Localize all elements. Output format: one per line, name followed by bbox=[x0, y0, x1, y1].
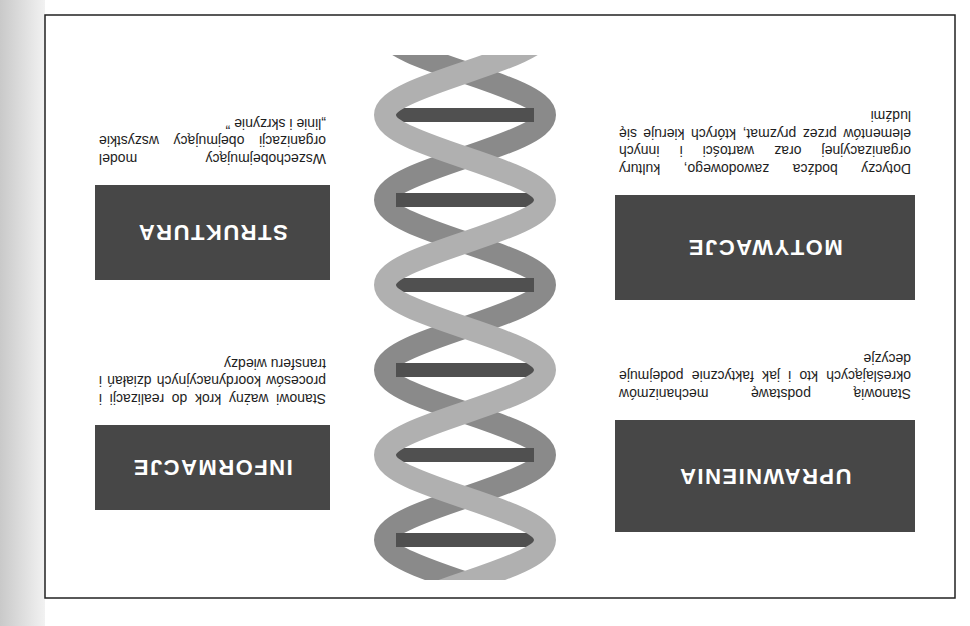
box-description: Wszechobejmujący model organizacji obejm… bbox=[99, 115, 326, 168]
box-heading: MOTYWACJE bbox=[675, 227, 854, 269]
page-edge bbox=[0, 0, 45, 626]
heading-box: UPRAWNIENIAStanowią podstawę mechanizmów… bbox=[615, 420, 915, 532]
heading-box: INFORMACJEStanowi ważny krok do realizac… bbox=[95, 425, 330, 510]
box-heading: INFORMACJE bbox=[120, 447, 304, 489]
box-description: Stanowią podstawę mechanizmów określając… bbox=[619, 350, 911, 403]
heading-box: MOTYWACJEDotyczy bodźca zawodowego, kult… bbox=[615, 195, 915, 300]
box-description: Dotyczy bodźca zawodowego, kultury organ… bbox=[619, 107, 911, 177]
box-description: Stanowi ważny krok do realizacji i proce… bbox=[99, 355, 326, 408]
box-heading: UPRAWNIENIA bbox=[667, 455, 864, 497]
box-heading: STRUKTURA bbox=[125, 212, 299, 254]
heading-box: STRUKTURAWszechobejmujący model organiza… bbox=[95, 185, 330, 280]
helix-strand bbox=[385, 55, 545, 580]
helix bbox=[385, 55, 545, 580]
helix-strand bbox=[385, 55, 545, 580]
